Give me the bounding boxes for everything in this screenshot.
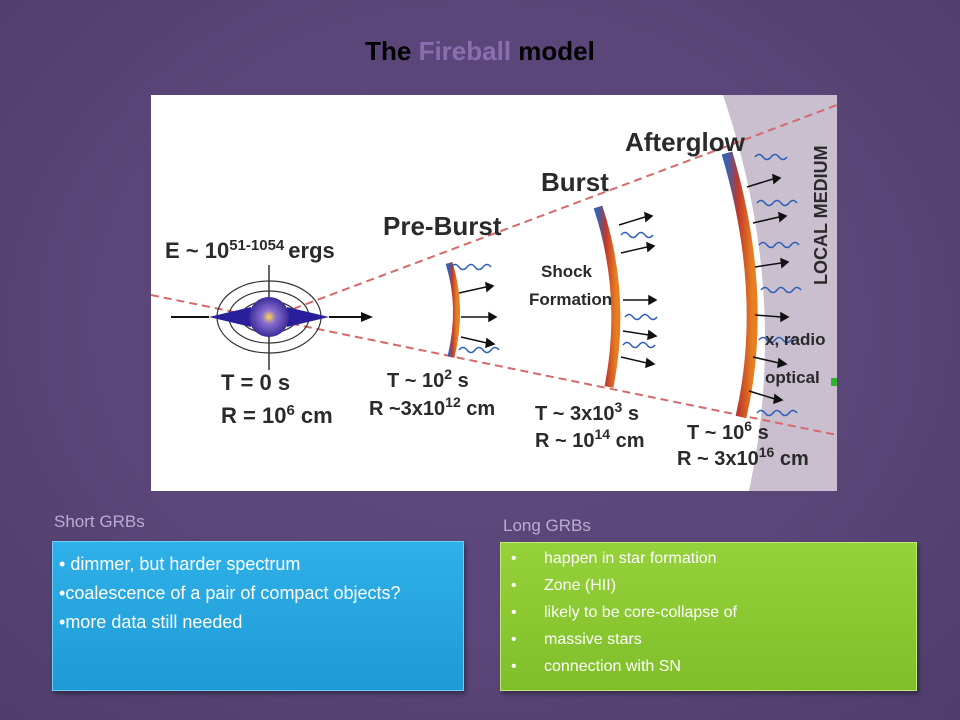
t0-time: T = 0 s (221, 370, 290, 395)
t1-time: T ~ 102 s (387, 366, 469, 392)
long-grbs-item: •massive stars (511, 631, 642, 648)
long-grbs-item: •Zone (HII) (511, 577, 617, 594)
pre-burst-shell (445, 261, 460, 358)
long-grbs-label: Long GRBs (503, 516, 591, 535)
local-medium-label: LOCAL MEDIUM (811, 145, 831, 285)
long-grbs-item: •happen in star formation (511, 550, 717, 567)
burst-shell (593, 205, 621, 388)
t3-radius: R ~ 3x1016 cm (677, 444, 809, 470)
long-grbs-item: •connection with SN (511, 658, 681, 675)
shock-label-line1: Shock (541, 262, 593, 281)
t3-time: T ~ 106 s (687, 418, 769, 444)
short-grbs-box: • dimmer, but harder spectrum •coalescen… (52, 541, 464, 691)
short-grbs-item: •more data still needed (59, 612, 243, 632)
short-grbs-item: •coalescence of a pair of compact object… (59, 583, 401, 603)
stage-burst: Burst (541, 167, 609, 197)
stage-afterglow: Afterglow (625, 127, 746, 157)
cone-upper-line (268, 104, 837, 319)
fireball-core (249, 297, 289, 337)
title-accent-word: Fireball (418, 36, 512, 66)
emission-label-optical: optical (765, 368, 820, 387)
afterglow-shell (721, 151, 758, 419)
slide-title: The Fireball model (365, 36, 595, 66)
jet-right (287, 307, 329, 327)
local-medium-region (723, 95, 837, 491)
t0-radius: R = 106 cm (221, 402, 333, 428)
short-grbs-item: • dimmer, but harder spectrum (59, 554, 301, 574)
t2-radius: R ~ 1014 cm (535, 426, 645, 452)
shock-label-line2: Formation (529, 290, 612, 309)
long-grbs-box: •happen in star formation •Zone (HII) •l… (500, 542, 917, 691)
stage-pre-burst: Pre-Burst (383, 211, 502, 241)
t1-radius: R ~3x1012 cm (369, 394, 495, 420)
t2-time: T ~ 3x103 s (535, 399, 639, 425)
long-grbs-item: •likely to be core-collapse of (511, 604, 737, 621)
jet-left (209, 307, 251, 327)
emission-label-xradio: x, radio (765, 330, 825, 349)
short-grbs-label: Short GRBs (54, 512, 145, 531)
photon-waves (450, 153, 802, 417)
emission-arrows (458, 173, 790, 405)
green-marker (831, 378, 837, 386)
